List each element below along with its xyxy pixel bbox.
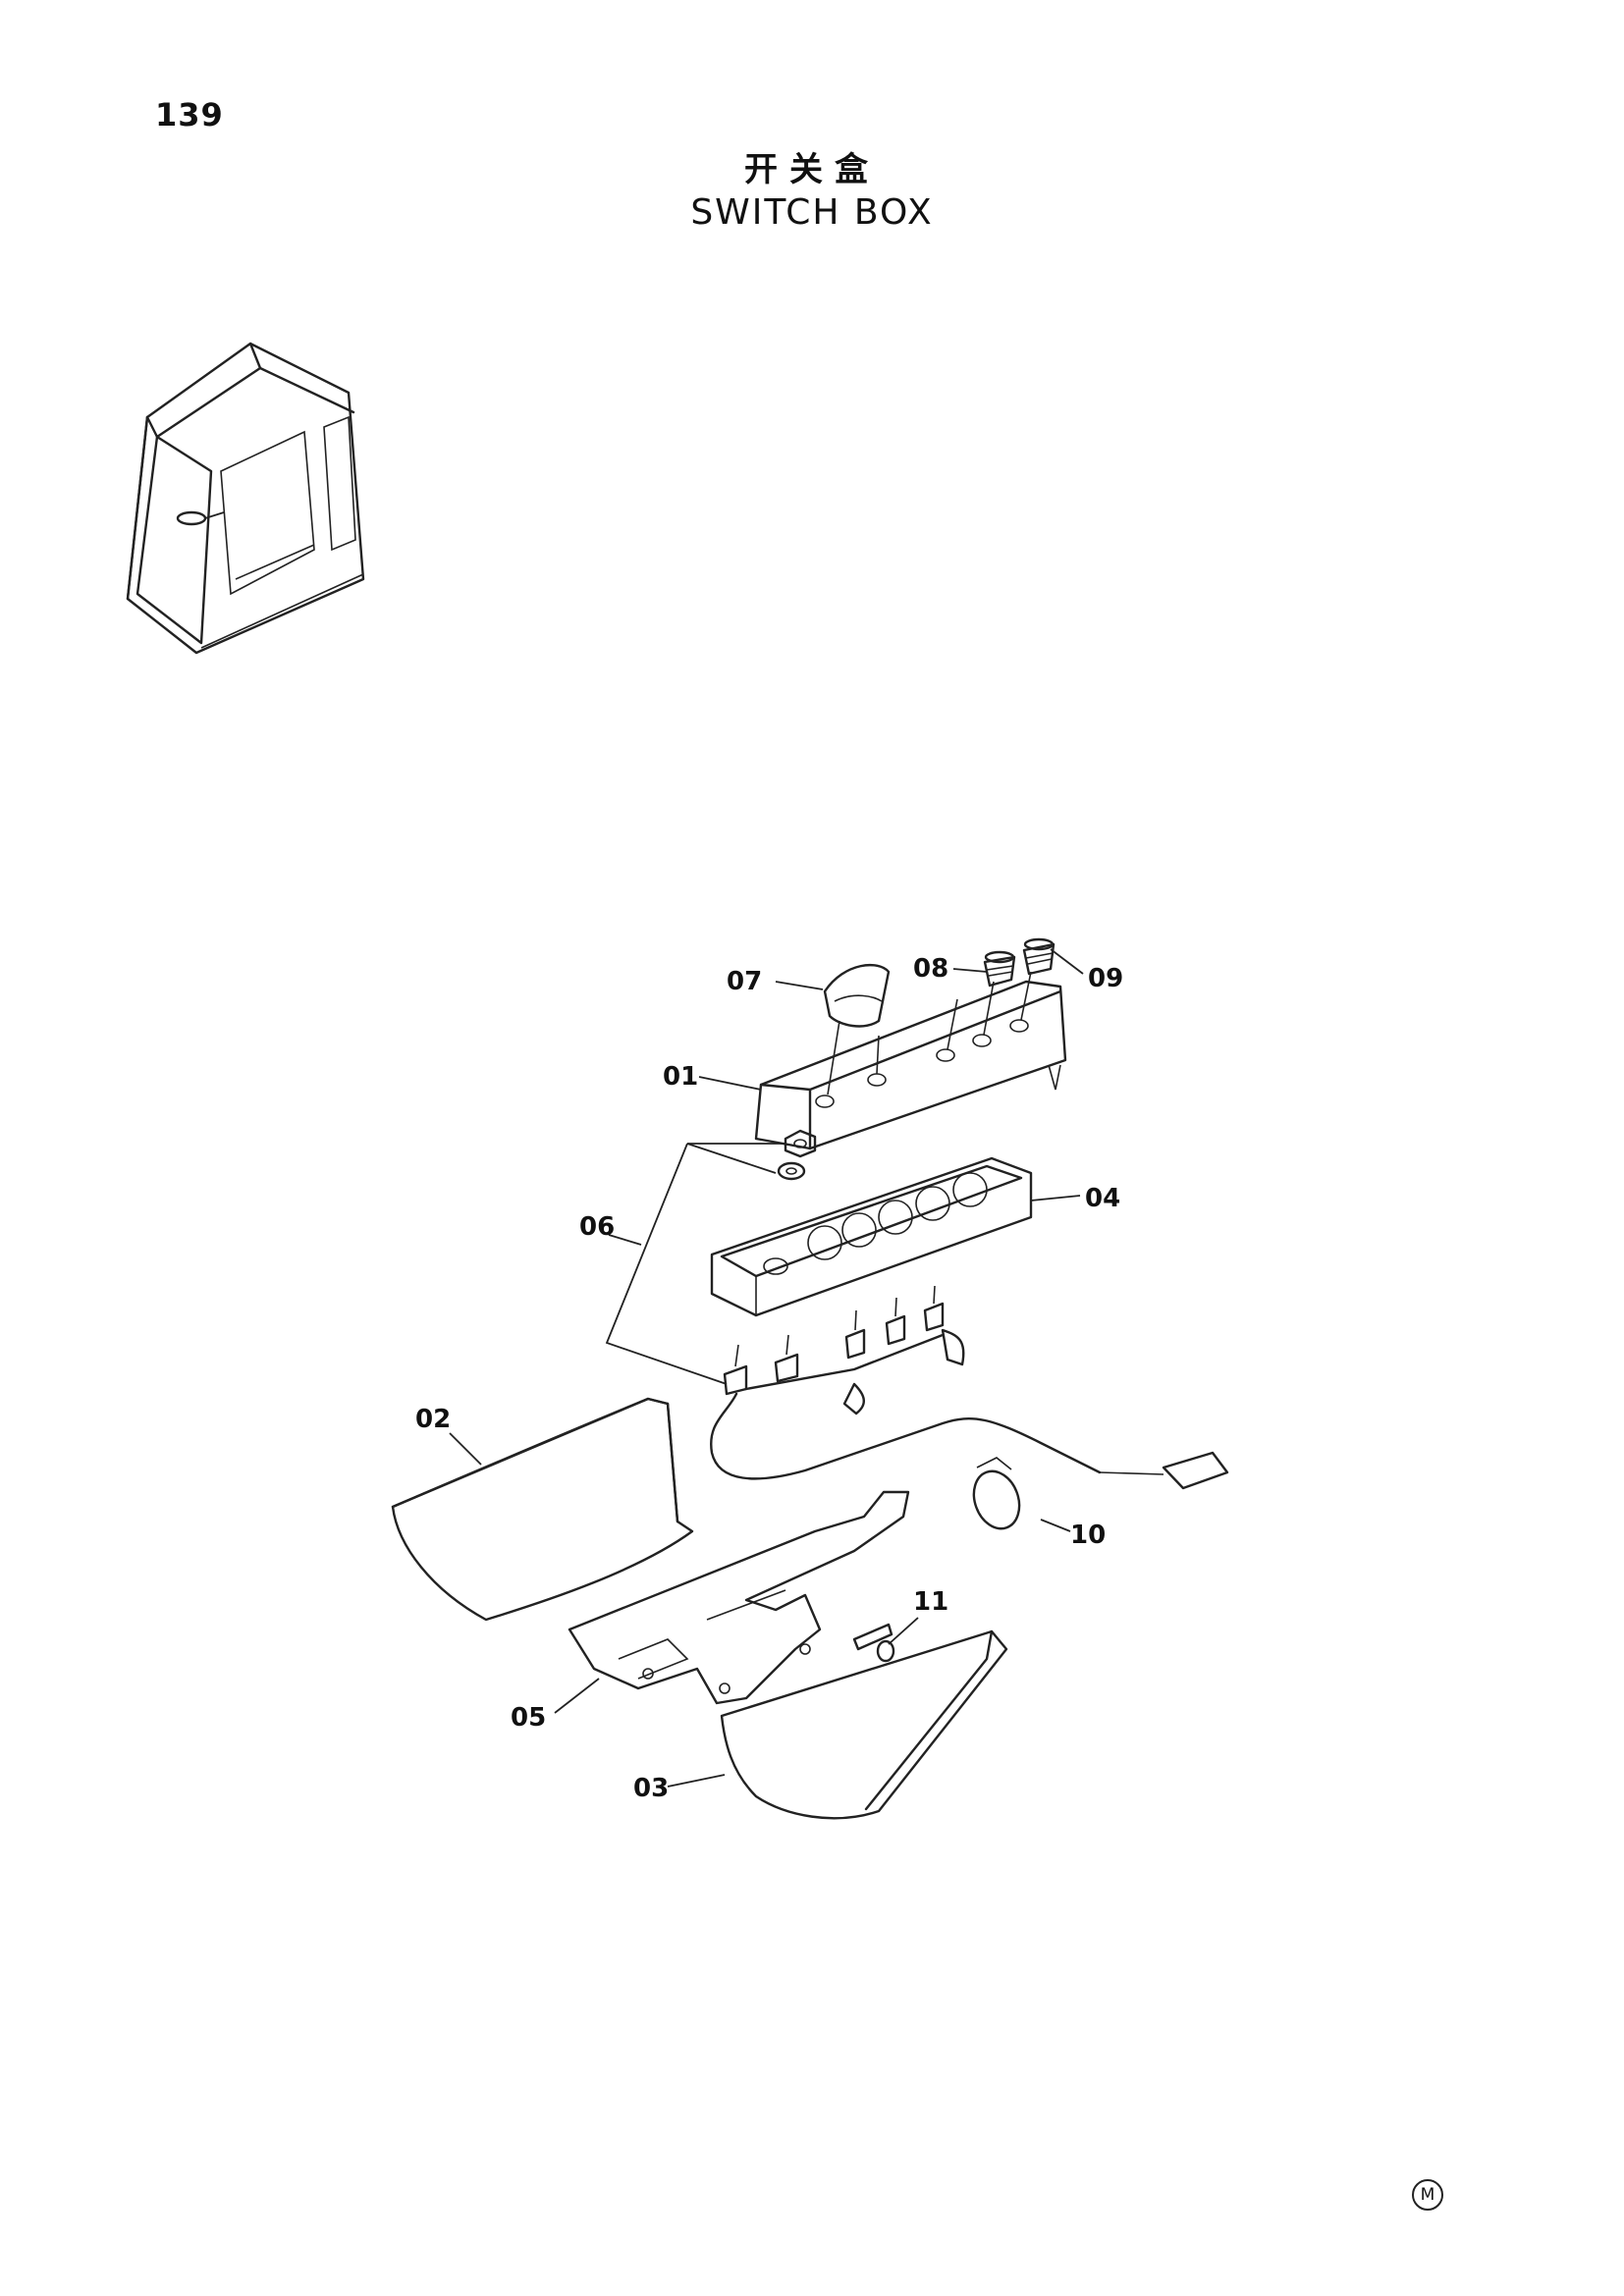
callout-03: 03 (633, 1774, 669, 1803)
part-side-cover (391, 1397, 694, 1622)
callout-06: 06 (579, 1212, 615, 1242)
part-screw (852, 1623, 895, 1663)
callout-08: 08 (913, 954, 948, 984)
part-nut-washer (777, 1129, 817, 1181)
callout-10: 10 (1070, 1521, 1106, 1550)
part-lamp-09 (1022, 937, 1056, 976)
switch-box-location-marker (176, 510, 207, 526)
callout-09: 09 (1088, 964, 1123, 993)
callout-04: 04 (1085, 1184, 1120, 1213)
page-title-chinese: 开关盒 (744, 150, 880, 189)
callout-07: 07 (727, 967, 762, 996)
corner-mark: M (1412, 2179, 1443, 2211)
part-switch-panel (710, 1156, 1033, 1317)
part-switch-harness (710, 1285, 1229, 1490)
part-cover (754, 971, 1067, 1150)
page-title-english: SWITCH BOX (690, 192, 934, 233)
callout-11: 11 (913, 1587, 948, 1617)
callout-01: 01 (663, 1062, 698, 1092)
part-clamp (972, 1457, 1021, 1530)
cab-location-thumbnail (126, 342, 365, 655)
callout-05: 05 (511, 1703, 546, 1733)
part-lower-cover (720, 1629, 1008, 1820)
part-knob (823, 964, 891, 1028)
leader-lines (449, 948, 1084, 1788)
callout-02: 02 (415, 1405, 451, 1434)
part-lamp-08 (983, 950, 1016, 988)
page-number: 139 (155, 96, 224, 133)
part-bracket (568, 1490, 910, 1705)
